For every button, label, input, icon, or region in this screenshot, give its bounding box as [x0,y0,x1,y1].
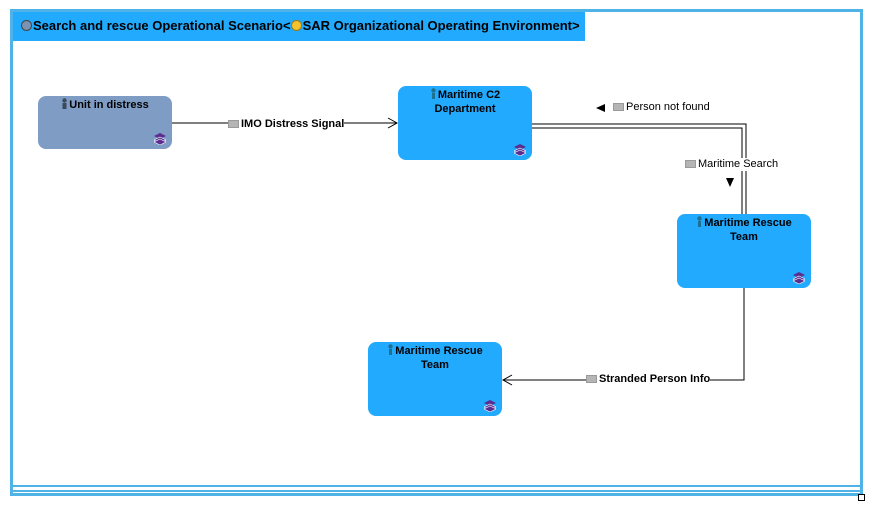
connector-maritime-search[interactable] [532,127,743,214]
node-unit-in-distress[interactable]: Unit in distress [38,96,172,149]
resize-handle[interactable] [858,494,865,501]
edge-label-stranded-person-info[interactable]: Stranded Person Info [586,373,711,386]
frame-bottom-band-2 [13,490,861,492]
connector-stranded-person-info[interactable] [503,288,745,381]
direction-arrow-maritime-search [726,178,734,187]
node-maritime-c2-department[interactable]: Maritime C2 Department [398,86,532,160]
frame-bottom-band-1 [13,485,861,487]
title-suffix: SAR Organizational Operating Environment… [302,18,580,33]
stack-icon [484,400,496,412]
node-label: Maritime C2 Department [434,89,501,115]
arrowhead-stranded-person-info [501,374,513,386]
performer-icon [697,216,702,227]
node-maritime-rescue-team-1[interactable]: Maritime Rescue Team [677,214,811,288]
node-maritime-rescue-team-2[interactable]: Maritime Rescue Team [368,342,502,416]
title-prefix: Search and rescue Operational Scenario< [33,18,291,33]
message-icon [685,160,696,168]
node-label: Maritime Rescue Team [395,345,483,371]
edge-label-text: Maritime Search [698,158,779,170]
edge-label-text: IMO Distress Signal [241,118,345,130]
edge-label-text: Stranded Person Info [599,373,711,385]
node-label: Unit in distress [69,99,149,111]
operating-environment-icon [290,20,302,31]
stack-icon [514,144,526,156]
stack-icon [154,133,166,145]
scenario-icon [21,20,32,31]
message-icon [228,120,239,128]
arrowhead-imo-distress-signal [387,117,399,129]
edge-label-person-not-found[interactable]: Person not found [613,101,710,114]
organization-icon [62,98,67,109]
edge-label-maritime-search[interactable]: Maritime Search [685,158,779,171]
performer-icon [388,344,393,355]
performer-icon [431,88,436,99]
edge-label-text: Person not found [626,101,710,113]
connector-person-not-found[interactable] [532,123,747,214]
message-icon [586,375,597,383]
scenario-title[interactable]: Search and rescue Operational Scenario< S… [13,12,585,41]
node-label: Maritime Rescue Team [704,217,792,243]
edge-label-imo-distress-signal[interactable]: IMO Distress Signal [228,118,345,131]
message-icon [613,103,624,111]
direction-arrow-person-not-found [596,104,605,112]
stack-icon [793,272,805,284]
